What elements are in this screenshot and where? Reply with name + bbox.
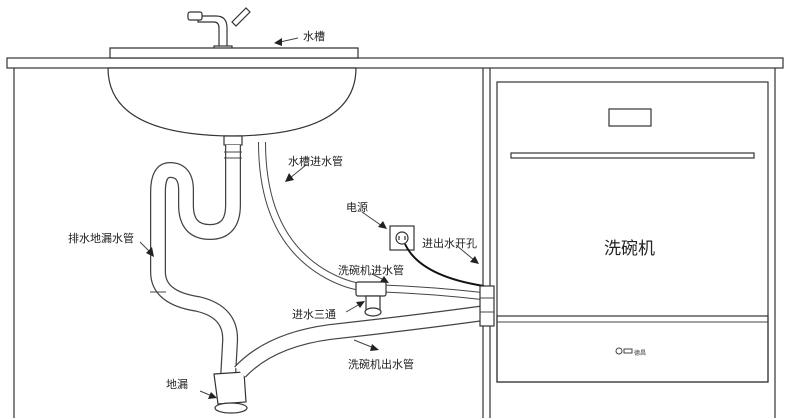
drain-hose	[150, 145, 242, 379]
label-floor-drain: 地漏	[166, 378, 188, 391]
label-power: 电源	[346, 201, 368, 214]
label-dishwasher: 洗碗机	[604, 239, 655, 259]
label-inlet-outlet-hole: 进出水开孔	[422, 237, 477, 250]
sink-inlet-pipe	[258, 141, 369, 292]
label-drain-hose: 排水地漏水管	[68, 232, 134, 245]
dishwasher-outlet-pipe	[234, 304, 494, 378]
floor-drain	[213, 371, 248, 414]
countertop	[6, 57, 784, 418]
wall-hole-fitting	[479, 285, 495, 327]
brand-mark: 德昌	[634, 350, 647, 357]
callout-arrows	[139, 37, 479, 399]
dishwasher	[496, 81, 769, 383]
power-socket-icon	[389, 225, 415, 251]
label-sink-inlet-pipe: 水槽进水管	[288, 155, 343, 168]
label-dishwasher-inlet-pipe: 洗碗机进水管	[338, 264, 404, 277]
power-cable	[404, 243, 485, 287]
sink-basin	[107, 47, 359, 146]
label-sink: 水槽	[303, 30, 325, 43]
label-dishwasher-outlet-pipe: 洗碗机出水管	[348, 358, 414, 371]
faucet-icon	[187, 7, 251, 52]
label-tee-valve: 进水三通	[292, 308, 336, 321]
tee-valve	[355, 281, 387, 317]
dishwasher-inlet-pipe	[371, 284, 483, 300]
